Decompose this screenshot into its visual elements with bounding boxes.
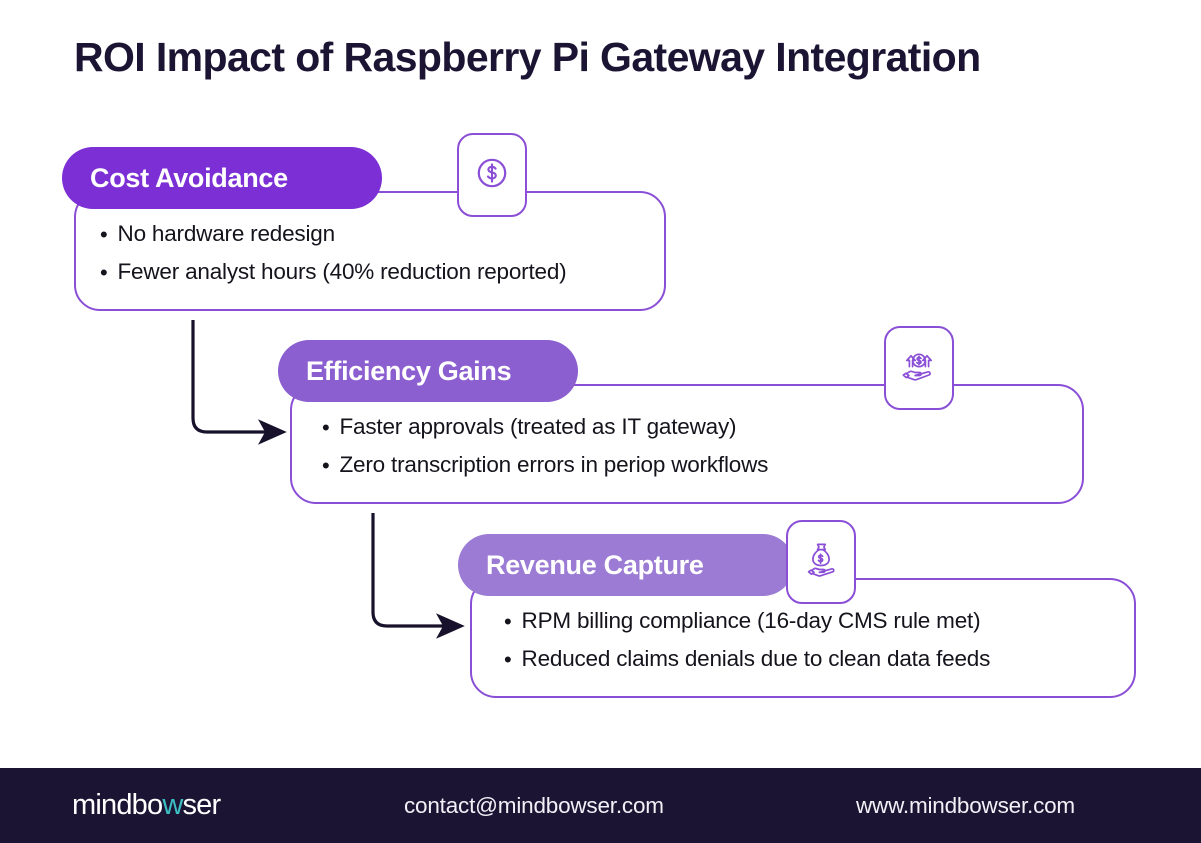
card-heading: Revenue Capture <box>486 549 704 580</box>
hand-money-bag-icon <box>799 538 843 587</box>
list-item: • Fewer analyst hours (40% reduction rep… <box>100 259 567 286</box>
card-bullet-list: • RPM billing compliance (16-day CMS rul… <box>504 608 991 686</box>
arrow-card1-to-card2 <box>191 320 287 445</box>
bullet-marker: • <box>322 453 330 479</box>
footer: mindbowser contact@mindbowser.com www.mi… <box>0 768 1201 843</box>
list-item: • Reduced claims denials due to clean da… <box>504 646 991 673</box>
footer-website[interactable]: www.mindbowser.com <box>856 792 1075 818</box>
list-item-text: No hardware redesign <box>117 221 336 246</box>
card-body <box>290 384 1084 504</box>
card-icon-box <box>786 520 856 604</box>
list-item-text: Reduced claims denials due to clean data… <box>521 646 991 672</box>
card-bullet-list: • No hardware redesign • Fewer analyst h… <box>100 221 567 299</box>
dollar-circle-icon <box>472 153 512 198</box>
card-header-pill: Efficiency Gains <box>278 340 578 402</box>
footer-email[interactable]: contact@mindbowser.com <box>404 792 664 818</box>
page-title: ROI Impact of Raspberry Pi Gateway Integ… <box>74 34 981 80</box>
bullet-marker: • <box>504 647 512 673</box>
hand-coin-growth-icon <box>897 344 941 393</box>
logo-text-part2: ser <box>182 789 221 821</box>
card-header-pill: Revenue Capture <box>458 534 794 596</box>
bullet-marker: • <box>504 609 512 634</box>
mindbowser-logo: mindbowser <box>72 789 221 822</box>
logo-text-highlight: w <box>162 789 183 821</box>
card-icon-box <box>884 326 954 410</box>
card-header-pill: Cost Avoidance <box>62 147 382 209</box>
list-item: • RPM billing compliance (16-day CMS rul… <box>504 608 990 634</box>
bullet-marker: • <box>322 415 330 440</box>
arrow-card2-to-card3 <box>371 513 465 639</box>
card-heading: Efficiency Gains <box>306 355 512 386</box>
list-item-text: RPM billing compliance (16-day CMS rule … <box>521 608 981 633</box>
card-bullet-list: • Faster approvals (treated as IT gatewa… <box>322 414 769 492</box>
list-item-text: Faster approvals (treated as IT gateway) <box>339 414 737 439</box>
bullet-marker: • <box>100 222 108 247</box>
logo-text-part1: mindbo <box>72 789 163 821</box>
list-item: • No hardware redesign <box>100 221 566 247</box>
list-item: • Zero transcription errors in periop wo… <box>322 452 769 479</box>
bullet-marker: • <box>100 260 108 286</box>
card-heading: Cost Avoidance <box>90 162 288 193</box>
list-item-text: Zero transcription errors in periop work… <box>339 452 769 478</box>
list-item-text: Fewer analyst hours (40% reduction repor… <box>117 259 567 285</box>
card-icon-box <box>457 133 527 217</box>
list-item: • Faster approvals (treated as IT gatewa… <box>322 414 768 440</box>
